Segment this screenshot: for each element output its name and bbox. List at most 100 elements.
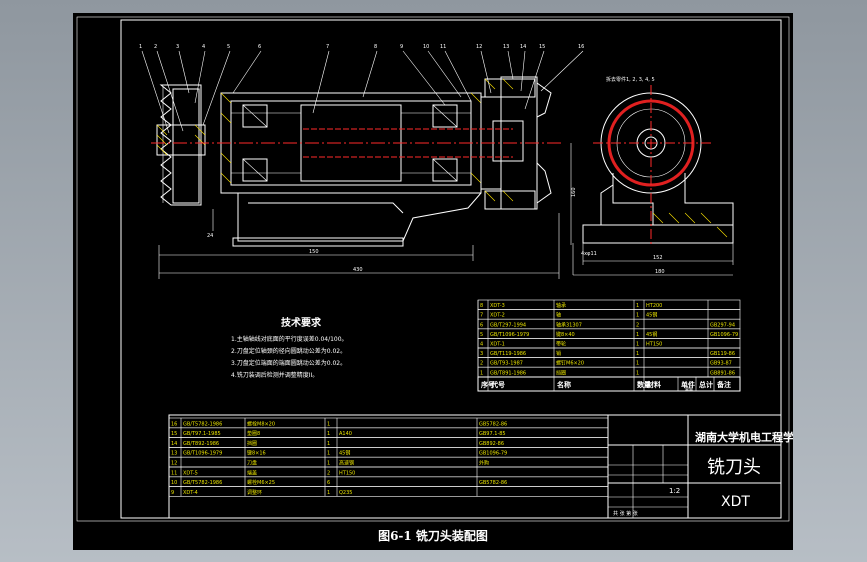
dim-24: 24: [207, 233, 213, 239]
bom-lower-row: 10 GB/T5782-1986 螺栓M6×25 6 GB5782-86: [168, 476, 609, 487]
bom-upper-cell: 7: [480, 313, 483, 319]
balloon-16: 16: [578, 44, 584, 50]
bom-upper-cell: GB297-94: [710, 322, 735, 328]
balloon-13: 13: [503, 44, 509, 50]
dim-base-holes: 4xφ11: [581, 251, 597, 257]
balloon-15: 15: [539, 44, 545, 50]
bom-upper-cell: 2: [636, 322, 639, 328]
school-name: 湖南大学机电工程学院: [695, 430, 793, 444]
bom-upper-cell: 45钢: [646, 312, 657, 319]
v-belt-pulley: [156, 84, 206, 206]
balloon-8: 8: [374, 44, 377, 50]
bom-upper-cell: 挡圈: [556, 369, 566, 376]
tech-req-item-1: 1.主轴轴线对底面的平行度误差0.04/100。: [231, 335, 348, 343]
bom-upper-cell: 1: [636, 361, 639, 367]
bom-upper-cell: GB93-87: [710, 361, 732, 367]
bom-upper-cell: HT200: [646, 303, 662, 309]
bom-lower-cell: GB/T892-1986: [183, 441, 219, 447]
bom-lower-cell: XDT-4: [183, 490, 198, 496]
balloon-10: 10: [423, 44, 429, 50]
bom-header-cell: 名称: [557, 380, 571, 389]
tech-req-item-4: 4.铣刀装调后检测并调整精度II。: [231, 371, 318, 379]
scale: 1:2: [669, 487, 680, 495]
bom-header-cell: 材料: [646, 380, 661, 389]
balloon-14: 14: [520, 44, 526, 50]
bom-lower-cell: 1: [327, 421, 330, 427]
bom-lower-cell: 9: [171, 490, 174, 496]
balloon-5: 5: [227, 44, 230, 50]
bom-lower-cell: 1: [327, 490, 330, 496]
bom-lower-cell: 10: [171, 480, 177, 486]
dim-150: 150: [309, 249, 319, 255]
bom-lower-cell: 15: [171, 431, 177, 437]
bom-lower-cell: 6: [327, 480, 330, 486]
bom-lower-cell: GB5782-86: [479, 421, 507, 427]
bom-upper-cell: 1: [636, 332, 639, 338]
bom-lower-cell: GB5782-86: [479, 480, 507, 486]
bom-lower-cell: 1: [327, 451, 330, 457]
bom-upper-cell: GB1096-79: [710, 332, 738, 338]
bearing-left: [242, 104, 268, 182]
balloon-12: 12: [476, 44, 482, 50]
bom-upper-cell: 45钢: [646, 331, 657, 338]
bom-upper-cell: 1: [636, 313, 639, 319]
bom-upper-cell: 轴承31307: [556, 321, 582, 328]
bom-lower-cell: 高速钢: [339, 460, 354, 467]
dimension-lines: [158, 143, 572, 279]
bom-upper-cell: 5: [480, 332, 483, 338]
bom-header-row: 序号代号名称数量材料单件总计备注重量: [477, 376, 741, 392]
bom-upper-cell: GB891-86: [710, 370, 735, 376]
bom-upper-cell: 6: [480, 322, 483, 328]
dim-152: 152: [653, 255, 663, 261]
bom-upper-cell: 4: [480, 342, 483, 348]
side-view-label: 拆去零件1, 2, 3, 4, 5: [606, 76, 655, 83]
drawing-sheet: 1 2 3 4 5 6 7 8 9 10 11 12 13 14 15 16 1…: [73, 13, 793, 550]
bom-upper-cell: GB/T93-1987: [490, 361, 523, 367]
bom-lower-cell: GB/T5782-1986: [183, 421, 222, 427]
bom-lower-cell: Q235: [339, 490, 352, 496]
bom-upper-cell: 3: [480, 351, 483, 357]
housing: [220, 92, 482, 247]
bom-lower-cell: GB/T5782-1986: [183, 480, 222, 486]
bom-lower-cell: XDT-5: [183, 470, 198, 476]
bom-upper-cell: 1: [480, 370, 483, 376]
bom-header-cell: 序号: [480, 380, 495, 389]
balloon-9: 9: [400, 44, 403, 50]
assembly-drawing: 1 2 3 4 5 6 7 8 9 10 11 12 13 14 15 16 1…: [76, 16, 793, 522]
bom-lower-cell: 1: [327, 431, 330, 437]
technical-requirements: 技术要求 1.主轴轴线对底面的平行度误差0.04/100。 2.刀盘定位轴颈的径…: [231, 316, 348, 379]
title-block: 湖南大学机电工程学院 铣刀头 XDT 1:2 共 张 第 张: [168, 414, 793, 519]
balloon-3: 3: [176, 44, 179, 50]
bom-upper-cell: XDT-1: [490, 342, 505, 348]
bom-upper-cell: 销: [556, 350, 561, 357]
bom-lower-cell: 1: [327, 461, 330, 467]
bom-lower-cell: 端盖: [247, 469, 257, 476]
tech-req-item-3: 3.刀盘定位端面的端面圆跳动公差为0.02。: [231, 359, 346, 367]
bom-lower-cell: GB/T97.1-1985: [183, 431, 221, 437]
bom-upper-cell: 1: [636, 351, 639, 357]
bom-header-cell: 单件: [681, 380, 695, 389]
bom-lower-cell: 外购: [479, 460, 489, 467]
bom-header-cell: 总计: [699, 380, 713, 389]
bom-lower-cell: 螺栓M8×20: [247, 420, 275, 427]
bom-lower-cell: 螺栓M6×25: [247, 479, 275, 486]
bom-lower-cell: 12: [171, 461, 177, 467]
bom-lower-cell: 14: [171, 441, 177, 447]
balloon-6: 6: [258, 44, 261, 50]
bom-lower-cell: GB97.1-85: [479, 431, 506, 437]
bom-upper-cell: 键8×40: [556, 331, 575, 338]
main-view: [141, 50, 584, 279]
